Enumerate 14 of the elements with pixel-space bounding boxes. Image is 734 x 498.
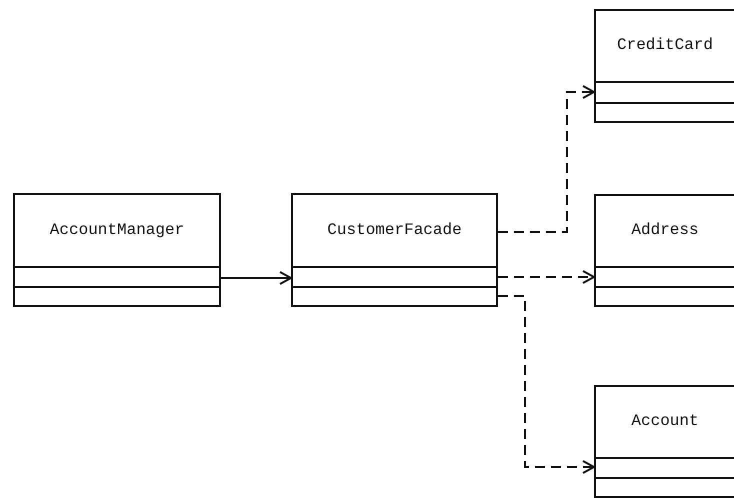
class-name: CreditCard: [616, 35, 714, 55]
association-arrow: [221, 271, 292, 285]
dependency-arrow: [498, 295, 595, 474]
class-box: [594, 9, 734, 123]
dependency-arrow: [498, 270, 595, 284]
class-name: CustomerFacade: [326, 220, 463, 240]
class-box: [594, 385, 734, 498]
dependency-arrow: [498, 85, 595, 233]
class-box: [291, 193, 498, 307]
class-box: [594, 194, 734, 307]
class-box: [13, 193, 221, 307]
class-name: Account: [630, 411, 700, 431]
class-name: AccountManager: [48, 220, 186, 240]
class-name: Address: [630, 220, 700, 240]
